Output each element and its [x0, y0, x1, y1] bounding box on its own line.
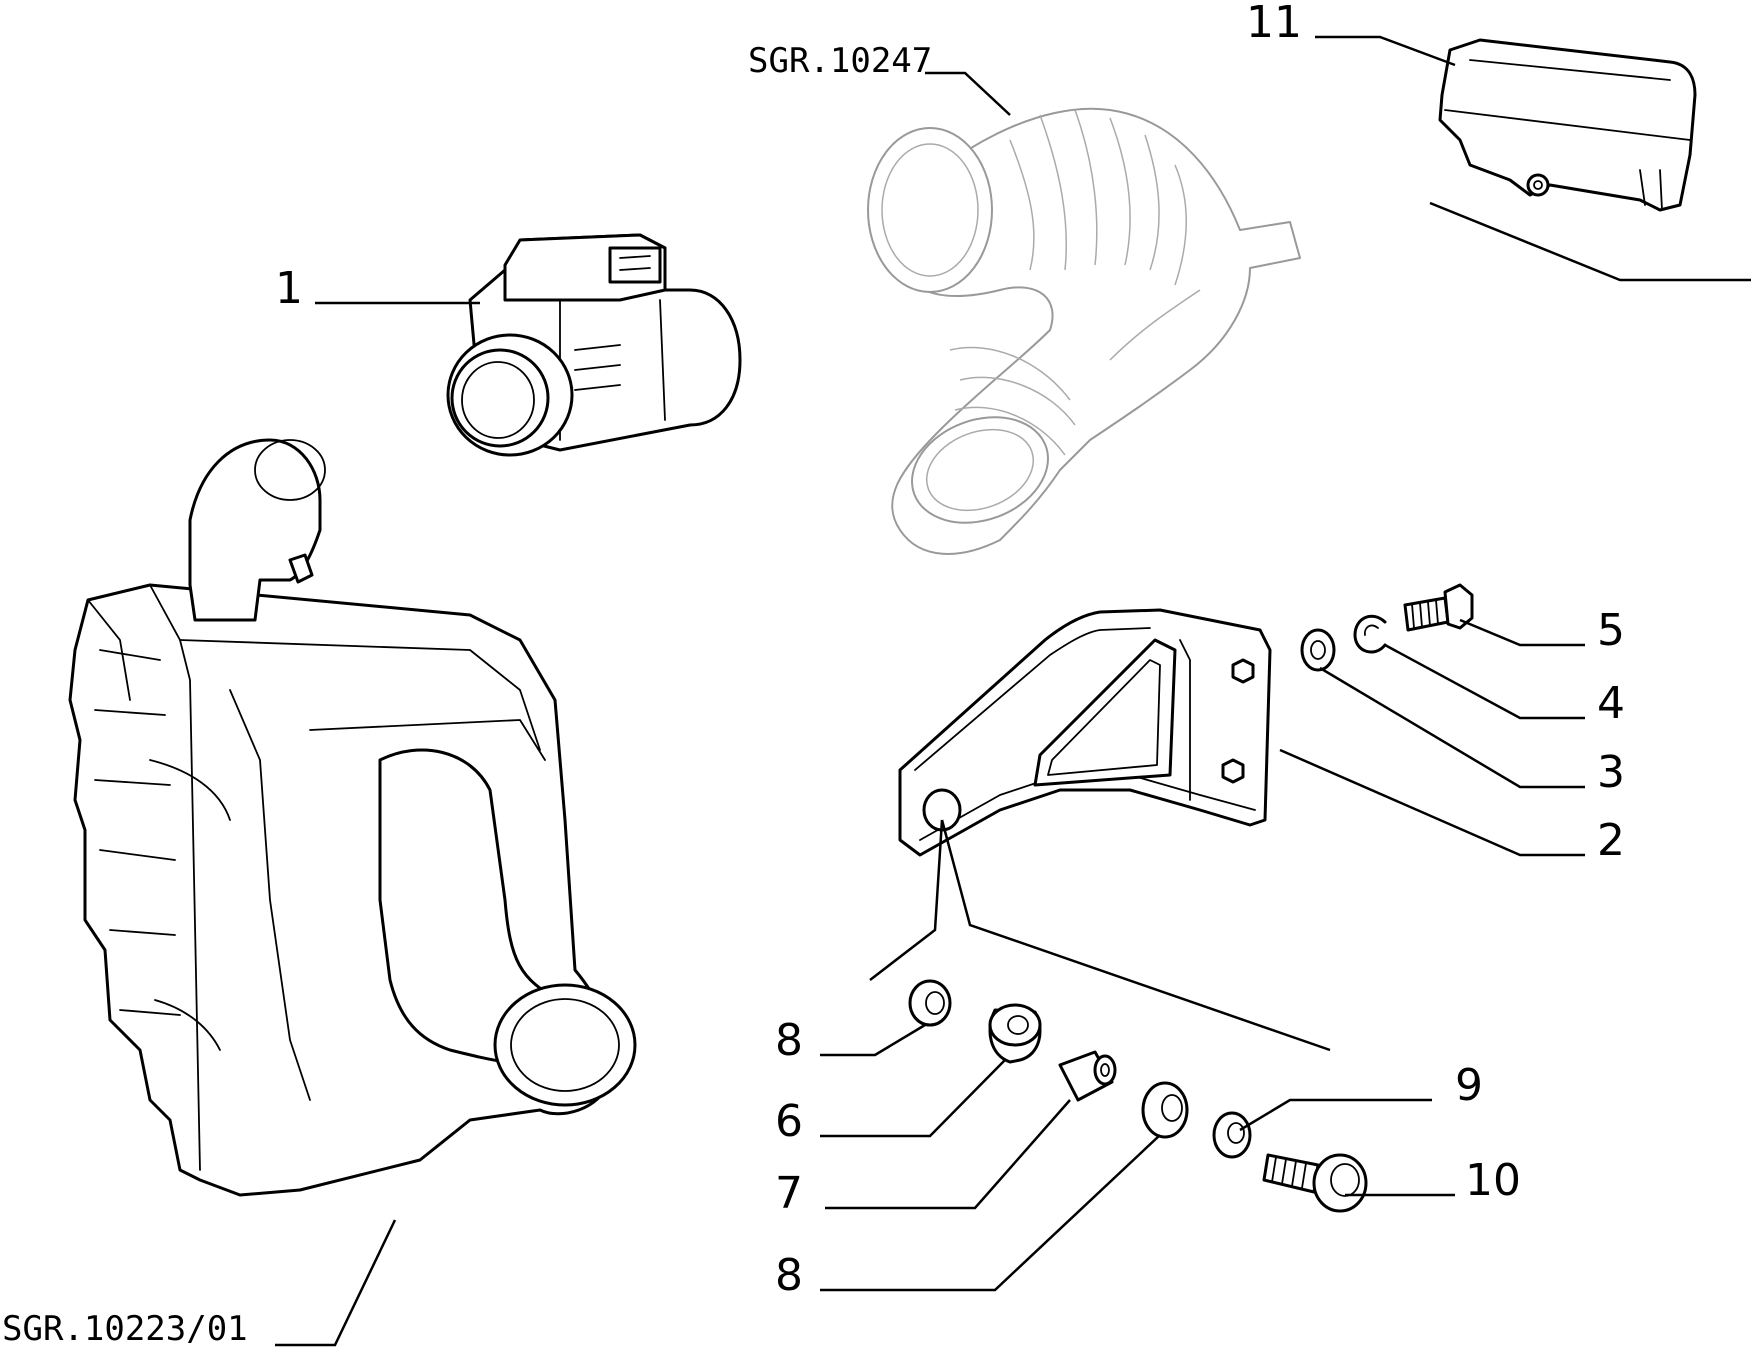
label-part-2: 2 — [1597, 815, 1625, 866]
label-part-6: 6 — [775, 1096, 803, 1147]
label-part-11: 11 — [1246, 0, 1302, 48]
label-part-5: 5 — [1597, 605, 1625, 656]
label-part-10: 10 — [1465, 1155, 1521, 1206]
leader-ref-filter — [275, 1219, 397, 1347]
leader-8a — [820, 1023, 926, 1057]
leader-bracket-b — [940, 819, 1331, 1052]
leader-ref-hose — [925, 71, 1011, 116]
label-part-1: 1 — [275, 263, 303, 314]
leader-9 — [1239, 1098, 1432, 1132]
leader-8b — [820, 1134, 1161, 1292]
label-ref-hose: SGR.10247 — [748, 41, 932, 81]
leader-2 — [1279, 748, 1585, 857]
spring-washer-part — [1353, 614, 1387, 654]
bolt-part-10 — [1262, 1153, 1368, 1213]
leader-bracket-a — [869, 819, 944, 981]
label-part-4: 4 — [1597, 678, 1625, 729]
leader-6 — [820, 1059, 1006, 1138]
washer-part-9 — [1212, 1111, 1252, 1159]
intake-hose-ghost — [867, 107, 1301, 555]
leader-3 — [1319, 666, 1585, 789]
grommet-part-6 — [988, 1003, 1042, 1064]
leader-11 — [1315, 35, 1456, 67]
bushing-part-8b — [1141, 1081, 1189, 1139]
bracket-part — [898, 608, 1272, 857]
leader-lines — [275, 35, 1751, 1347]
washer-part — [1300, 628, 1336, 672]
bushing-part-8a — [908, 979, 952, 1027]
air-filter-housing — [68, 438, 637, 1197]
leader-4 — [1384, 643, 1585, 720]
label-part-7: 7 — [775, 1168, 803, 1219]
callout-labels: 1 11 SGR.10247 5 4 3 2 8 6 7 8 9 10 SGR.… — [2, 0, 1625, 1347]
label-part-3: 3 — [1597, 747, 1625, 798]
label-part-9: 9 — [1455, 1060, 1483, 1111]
leader-5 — [1459, 618, 1585, 647]
label-ref-filter: SGR.10223/01 — [2, 1309, 248, 1347]
leader-7 — [825, 1099, 1071, 1210]
label-part-8b: 8 — [775, 1250, 803, 1301]
bolt-part — [1403, 583, 1474, 632]
spacer-part-7 — [1058, 1050, 1117, 1102]
air-flow-meter-part — [446, 233, 742, 457]
label-part-8a: 8 — [775, 1015, 803, 1066]
cover-part — [1438, 38, 1697, 212]
leader-11-base — [1429, 201, 1751, 282]
